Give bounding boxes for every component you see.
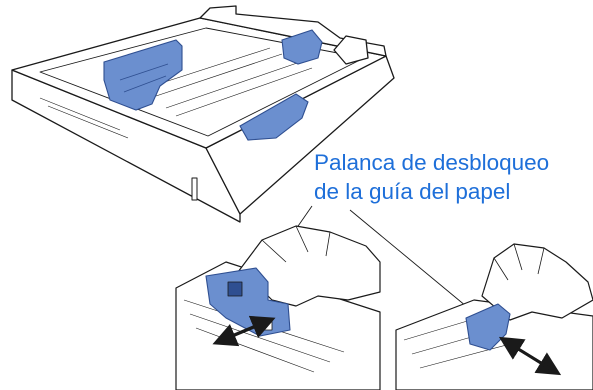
lever-button: [227, 281, 243, 297]
hand-right-fingers: [493, 243, 545, 281]
end-guide: [281, 29, 323, 65]
callout-label: Palanca de desbloqueo de la guía del pap…: [314, 148, 549, 206]
hand-right: [481, 243, 593, 321]
double-arrow-icon: [221, 315, 276, 342]
side-guide-right: [239, 93, 309, 141]
double-arrow-icon: [498, 336, 553, 372]
side-guide-left: [103, 39, 183, 111]
leader-line-right: [349, 209, 479, 317]
callout-line-1: Palanca de desbloqueo: [314, 150, 550, 175]
detail-left: [175, 225, 381, 390]
hand-left-fingers: [261, 225, 331, 263]
callout-line-2: de la guía del papel: [314, 179, 511, 204]
tray-handle-slot: [191, 177, 198, 201]
tray-back-block: [333, 35, 369, 65]
tray-rails: [139, 47, 313, 117]
tray-grip: [39, 97, 129, 139]
side-guide-left-ribs: [119, 63, 169, 93]
detail-right: [395, 243, 593, 390]
